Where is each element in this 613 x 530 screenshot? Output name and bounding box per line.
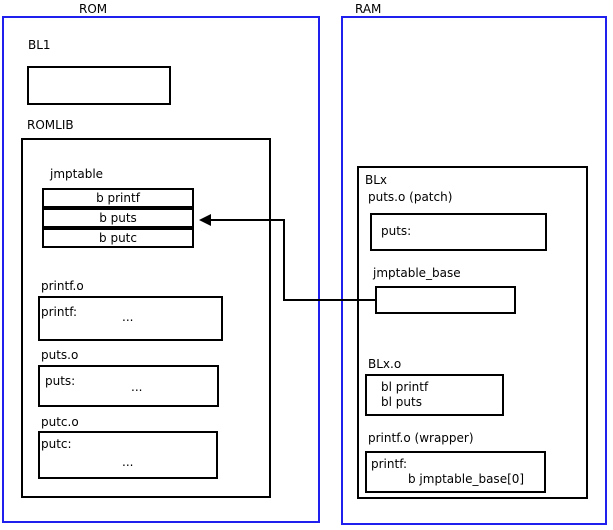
rom-object-body-printf: ... xyxy=(122,310,134,324)
rom-object-label-puts: puts.o xyxy=(41,348,79,362)
bl1-box xyxy=(27,66,171,105)
wrapper-box xyxy=(365,451,546,493)
jmptable-base-label: jmptable_base xyxy=(373,266,461,280)
ram-region xyxy=(341,16,607,525)
rom-object-symbol-putc: putc: xyxy=(41,437,72,451)
romlib-label: ROMLIB xyxy=(27,118,74,132)
rom-object-box-printf xyxy=(38,296,223,341)
jmptable-entry-2: b putc xyxy=(42,228,194,248)
wrapper-branch: b jmptable_base[0] xyxy=(408,472,525,486)
rom-object-box-puts xyxy=(38,365,219,407)
blx-o-box xyxy=(365,374,504,416)
blx-o-line-2: bl puts xyxy=(381,395,422,409)
patch-symbol: puts: xyxy=(381,224,412,238)
patch-label: puts.o (patch) xyxy=(368,190,453,204)
rom-object-body-putc: ... xyxy=(122,455,134,469)
ram-region-title: RAM xyxy=(355,2,382,16)
blx-o-line-1: bl printf xyxy=(381,380,429,394)
rom-object-label-putc: putc.o xyxy=(41,415,79,429)
wrapper-label: printf.o (wrapper) xyxy=(368,431,474,445)
rom-region xyxy=(2,16,320,523)
wrapper-symbol: printf: xyxy=(371,457,408,471)
bl1-label: BL1 xyxy=(28,38,51,52)
connector-segment-bottom xyxy=(283,299,375,301)
patch-box xyxy=(370,213,547,251)
rom-region-title: ROM xyxy=(79,2,108,16)
jmptable-label: jmptable xyxy=(50,167,104,181)
rom-object-box-putc xyxy=(38,431,218,479)
rom-object-symbol-puts: puts: xyxy=(45,374,76,388)
connector-arrowhead-icon xyxy=(199,214,211,226)
jmptable-entry-1: b puts xyxy=(42,208,194,228)
rom-object-symbol-printf: printf: xyxy=(41,305,78,319)
rom-object-body-puts: ... xyxy=(131,380,143,394)
connector-segment-vertical xyxy=(283,219,285,301)
connector-segment-top xyxy=(207,219,285,221)
blx-label: BLx xyxy=(365,173,388,187)
jmptable-entry-0: b printf xyxy=(42,188,194,208)
blx-o-label: BLx.o xyxy=(368,357,402,371)
jmptable-base-box xyxy=(375,286,516,314)
rom-object-label-printf: printf.o xyxy=(41,279,84,293)
